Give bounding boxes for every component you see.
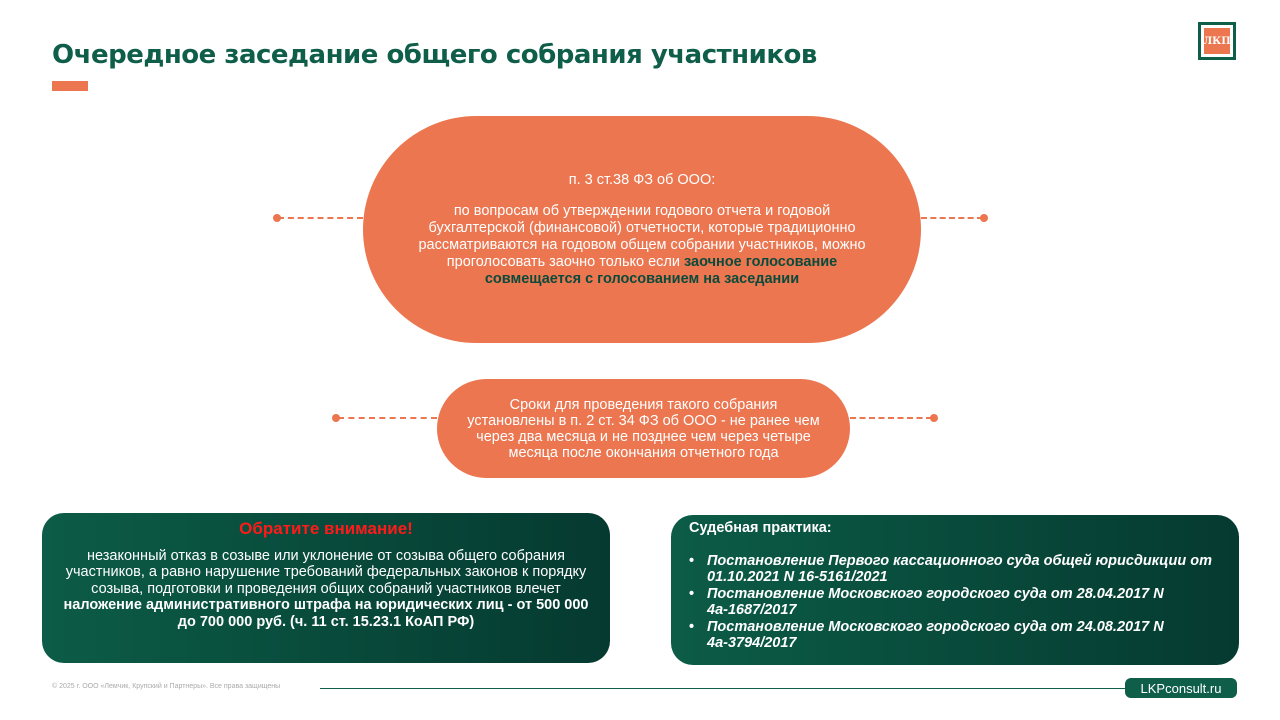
- warning-penalty: наложение административного штрафа на юр…: [63, 597, 589, 630]
- law-reference-pill: п. 3 ст.38 ФЗ об ООО: по вопросам об утв…: [363, 116, 921, 343]
- logo-text: ЛКП: [1203, 28, 1231, 54]
- website-link[interactable]: LKPconsult.ru: [1125, 678, 1237, 698]
- connector-line: [278, 217, 363, 219]
- connector-dot: [273, 214, 281, 222]
- warning-body: незаконный отказ в созыве или уклонение …: [65, 547, 587, 597]
- footer-divider: [320, 688, 1130, 689]
- court-practice-box: Судебная практика: Постановление Первого…: [671, 515, 1239, 665]
- warning-box: Обратите внимание! незаконный отказ в со…: [42, 513, 610, 663]
- list-item: Постановление Московского городского суд…: [689, 619, 1221, 652]
- deadline-pill: Сроки для проведения такого собрания уст…: [437, 379, 850, 478]
- warning-heading: Обратите внимание!: [239, 519, 413, 538]
- company-logo: ЛКП: [1198, 22, 1236, 60]
- warning-text: незаконный отказ в созыве или уклонение …: [56, 548, 596, 631]
- connector-line: [338, 417, 437, 419]
- list-item: Постановление Первого кассационного суда…: [689, 553, 1221, 586]
- law-reference-text: по вопросам об утверждении годового отче…: [413, 203, 871, 288]
- page-title: Очередное заседание общего собрания учас…: [52, 40, 817, 70]
- court-practice-list: Постановление Первого кассационного суда…: [689, 553, 1221, 652]
- law-text: по вопросам об утверждении годового отче…: [418, 202, 866, 270]
- connector-line: [921, 217, 983, 219]
- connector-dot: [980, 214, 988, 222]
- law-highlight: заочное голосование совмещается с голосо…: [484, 253, 838, 287]
- court-practice-heading: Судебная практика:: [689, 520, 832, 536]
- connector-line: [850, 417, 932, 419]
- title-accent-bar: [52, 81, 88, 91]
- deadline-text: Сроки для проведения такого собрания уст…: [467, 396, 820, 461]
- connector-dot: [332, 414, 340, 422]
- connector-dot: [930, 414, 938, 422]
- law-reference-heading: п. 3 ст.38 ФЗ об ООО:: [568, 171, 716, 188]
- copyright: © 2025 г. ООО «Лемчик, Крупский и Партне…: [52, 683, 281, 690]
- list-item: Постановление Московского городского суд…: [689, 586, 1221, 619]
